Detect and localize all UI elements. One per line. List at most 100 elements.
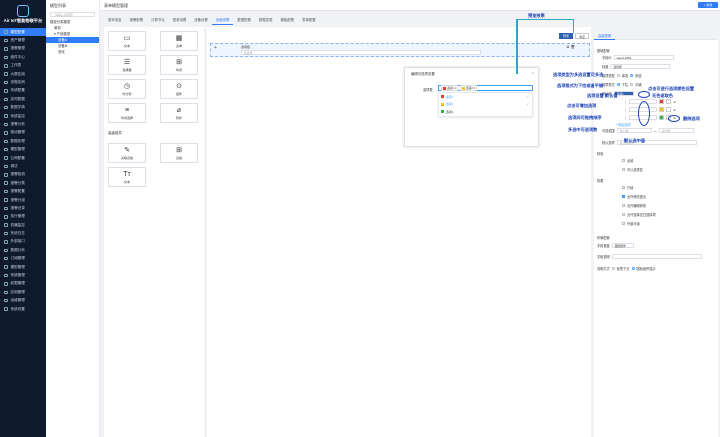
- sidebar-item[interactable]: 模型管理: [0, 145, 46, 153]
- tab-item[interactable]: 页面设置: [211, 16, 234, 25]
- default-select-input[interactable]: 默认选中值: [616, 140, 697, 145]
- sidebar-item[interactable]: 系统管理: [0, 271, 46, 279]
- permission-checkbox[interactable]: [622, 186, 625, 189]
- sidebar-item[interactable]: 模型管理: [0, 263, 46, 271]
- clear-button[interactable]: 清空: [575, 33, 589, 39]
- add-option-button[interactable]: +添加选项: [616, 123, 631, 127]
- drag-handle-icon[interactable]: ⋮: [624, 99, 628, 104]
- sidebar-item[interactable]: 报警分析: [0, 120, 46, 128]
- palette-item[interactable]: ⊙组件: [160, 79, 198, 99]
- selected-tag[interactable]: 选项1×: [441, 85, 459, 91]
- tree-node[interactable]: 设备A: [46, 37, 99, 43]
- tab-item[interactable]: 基本信息: [108, 18, 122, 22]
- desc-opt2-radio[interactable]: [631, 267, 635, 270]
- sidebar-item[interactable]: 订阅管理: [0, 255, 46, 263]
- drag-handle-icon[interactable]: ⋮: [624, 107, 628, 112]
- sidebar-item[interactable]: 调试: [0, 162, 46, 170]
- sidebar-item[interactable]: 报警配置: [0, 187, 46, 195]
- remove-option-icon[interactable]: ⊖: [673, 107, 676, 112]
- mode-multi-radio[interactable]: [630, 74, 634, 77]
- permission-checkbox[interactable]: [622, 195, 625, 198]
- copy-icon[interactable]: ⧉: [566, 45, 570, 49]
- palette-item[interactable]: ☰选择器: [108, 55, 146, 75]
- tab-item[interactable]: 模板配置: [280, 18, 295, 22]
- drag-handle-icon[interactable]: ⋮: [624, 115, 628, 120]
- sidebar-item[interactable]: 云网配置: [0, 154, 46, 162]
- sidebar-item[interactable]: 数据字典: [0, 104, 46, 112]
- tree-search-input[interactable]: 请输入关键字: [50, 12, 95, 17]
- option-color-picker[interactable]: [659, 107, 665, 112]
- desc-opt1-radio[interactable]: [611, 267, 615, 270]
- range-to-input[interactable]: 最大数: [658, 128, 694, 133]
- style-dropdown-radio[interactable]: [616, 83, 620, 86]
- default-value[interactable]: 选项1: [613, 91, 634, 96]
- field-input[interactable]: 请选择: [241, 50, 481, 55]
- permission-checkbox[interactable]: [622, 213, 625, 216]
- drag-handle-icon[interactable]: +: [214, 45, 217, 51]
- modal-multiselect[interactable]: 选项1×选项2×: [438, 85, 533, 91]
- sidebar-item[interactable]: 权限管理: [0, 280, 46, 288]
- range-from-input[interactable]: 最小数: [616, 128, 652, 133]
- sidebar-item[interactable]: 工作表: [0, 62, 46, 70]
- tab-item[interactable]: 数据变更: [258, 18, 273, 22]
- sidebar-item[interactable]: 系统日志: [0, 229, 46, 237]
- sidebar-item[interactable]: 报警分类: [0, 179, 46, 187]
- palette-item[interactable]: ≡时间选择: [108, 103, 146, 123]
- close-icon[interactable]: ×: [531, 70, 534, 75]
- sidebar-item[interactable]: 驱动管理: [0, 129, 46, 137]
- sidebar-item[interactable]: 系统配置: [0, 87, 46, 95]
- palette-item[interactable]: ⌀附件: [160, 103, 198, 123]
- tab-item[interactable]: 数据配置: [237, 18, 251, 22]
- sidebar-item[interactable]: 数据分析: [0, 246, 46, 254]
- title-input[interactable]: 选项框: [610, 64, 671, 69]
- tab-advanced[interactable]: 高级配置: [594, 32, 616, 40]
- sidebar-item[interactable]: 运维管理: [0, 297, 46, 305]
- permission-checkbox[interactable]: [622, 222, 625, 225]
- permission-checkbox[interactable]: [622, 204, 625, 207]
- dropdown-option[interactable]: 选项1✓: [439, 93, 532, 101]
- validate-checkbox[interactable]: [622, 159, 625, 162]
- palette-item[interactable]: ⊞时间: [160, 55, 198, 75]
- tree-node[interactable]: ▾ 产品模型: [54, 32, 71, 36]
- tree-node[interactable]: 单机: [54, 26, 61, 30]
- sidebar-item[interactable]: 模型配置: [0, 28, 46, 37]
- style-flat-radio[interactable]: [630, 83, 634, 86]
- sidebar-item[interactable]: 外部接口: [0, 238, 46, 246]
- sidebar-item[interactable]: 系统监控: [0, 112, 46, 120]
- sidebar-item[interactable]: 机器监控: [0, 221, 46, 229]
- palette-item[interactable]: ⊞表格: [160, 143, 198, 163]
- tab-item[interactable]: 表单配置: [302, 18, 316, 22]
- palette-item[interactable]: ✎关联表格: [108, 143, 146, 163]
- option-no-color[interactable]: [666, 107, 672, 112]
- palette-item[interactable]: ◷时分秒: [108, 79, 146, 99]
- sidebar-item[interactable]: 大屏应用: [0, 70, 46, 78]
- mode-single-radio[interactable]: [616, 74, 620, 77]
- sidebar-item[interactable]: 资产管理: [0, 36, 46, 44]
- tree-node[interactable]: 模型分类模型: [50, 20, 71, 24]
- sidebar-item[interactable]: 系统设置: [0, 305, 46, 313]
- sidebar-item[interactable]: 报警分组: [0, 196, 46, 204]
- sidebar-item[interactable]: 执行管理: [0, 213, 46, 221]
- tag-close-icon[interactable]: ×: [454, 86, 457, 90]
- palette-item[interactable]: ▭文本: [108, 31, 146, 51]
- selected-tag[interactable]: 选项2×: [460, 85, 478, 91]
- tree-node[interactable]: 测试: [58, 50, 65, 54]
- tab-item[interactable]: 报警配置: [129, 18, 144, 22]
- tree-node[interactable]: 设备B: [58, 44, 68, 48]
- field-id-input[interactable]: select-1653: [613, 55, 674, 60]
- delete-icon[interactable]: 🗑: [570, 45, 575, 49]
- validate-checkbox[interactable]: [622, 168, 625, 171]
- palette-item[interactable]: ▦表单: [160, 31, 198, 51]
- dropdown-option[interactable]: 选项3: [439, 108, 532, 116]
- option-color-picker[interactable]: [659, 115, 665, 120]
- option-no-color[interactable]: [666, 99, 672, 104]
- sidebar-item[interactable]: 实时数据: [0, 95, 46, 103]
- sidebar-item[interactable]: 数据处理: [0, 137, 46, 145]
- tag-close-icon[interactable]: ×: [473, 86, 476, 90]
- width-select[interactable]: 跟随组件: [611, 243, 634, 248]
- tab-item[interactable]: 计算节点: [151, 18, 165, 22]
- remove-option-icon[interactable]: ⊖: [673, 99, 676, 104]
- preview-button[interactable]: 预览: [559, 33, 573, 39]
- sidebar-item[interactable]: 报警管理: [0, 45, 46, 53]
